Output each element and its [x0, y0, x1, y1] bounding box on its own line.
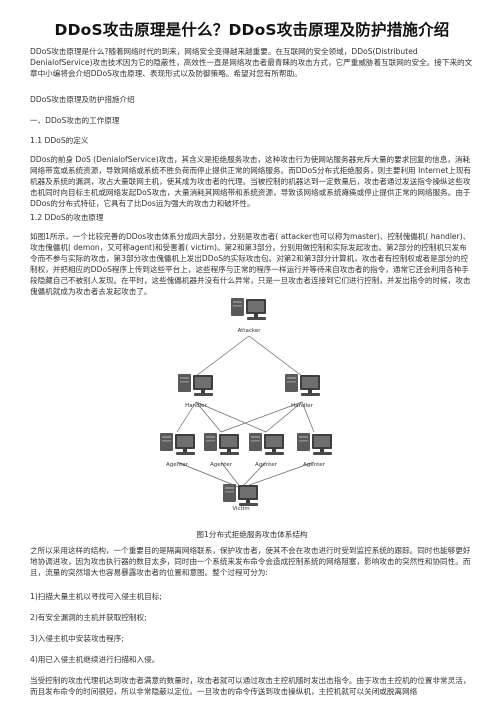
step-4: 4)用已入侵主机继续进行扫描和入侵。 [30, 655, 160, 664]
diagram-svg: Attacker Handler Handler Agenter Agenter [160, 298, 332, 512]
agent-node-3: Agenter [249, 433, 284, 468]
agent-node-4: Agenter [297, 433, 332, 468]
agent-label: Agenter [166, 462, 189, 468]
computer-icon [297, 433, 332, 455]
agent-label: Agenter [210, 462, 233, 468]
subsection-1-2-body: 如图1所示，一个比较完善的DDos攻击体系分成四大部分，分别是攻击者( atta… [30, 232, 471, 296]
computer-icon [223, 484, 258, 506]
after-figure-paragraph: 之所以采用这样的结构，一个重要目的是隔离网络联系，保护攻击者，使其不会在攻击进行… [30, 546, 471, 577]
attacker-label: Attacker [237, 328, 261, 334]
victim-label: Victim [232, 506, 249, 512]
computer-icon [231, 298, 266, 320]
computer-icon [160, 433, 195, 455]
intro-paragraph: DDoS攻击原理是什么?随着网络时代的到来，网络安全变得越来越重要。在互联网的安… [30, 47, 473, 78]
handler-label: Handler [185, 403, 207, 409]
step-3: 3)入侵主机中安装攻击程序; [30, 634, 124, 643]
handler-label: Handler [291, 403, 313, 409]
agent-label: Agenter [303, 462, 326, 468]
computer-icon [285, 374, 320, 396]
handler-node-right: Handler [285, 374, 320, 409]
subsection-1-2-title: 1.2 DDoS的攻击原理 [30, 213, 104, 222]
agent-label: Agenter [255, 462, 278, 468]
victim-node: Victim [223, 484, 258, 512]
computer-icon [204, 433, 239, 455]
handler-node-left: Handler [178, 374, 213, 409]
figure-caption: 图1分布式拒绝服务攻击体系结构 [196, 530, 308, 539]
step-1: 1)扫描大量主机以寻找可入侵主机目标; [30, 592, 162, 601]
step-2: 2)有安全漏洞的主机并获取控制权; [30, 613, 147, 622]
page-title: DDoS攻击原理是什么？DDoS攻击原理及防护措施介绍 [54, 21, 450, 39]
section-1-title: 一、DDoS攻击的工作原理 [30, 116, 120, 125]
attacker-node: Attacker [231, 298, 266, 334]
computer-icon [249, 433, 284, 455]
agent-node-1: Agenter [160, 433, 195, 468]
ddos-architecture-diagram: Attacker Handler Handler Agenter Agenter [159, 286, 345, 512]
subsection-1-1-title: 1.1 DDoS的定义 [30, 136, 89, 145]
toc-title: DDoS攻击原理及防护措施介绍 [30, 95, 135, 104]
closing-paragraph: 当受控制的攻击代理机达到攻击者满意的数量时，攻击者就可以通过攻击主控机随时发出击… [30, 676, 471, 696]
connection-lines [176, 335, 315, 489]
computer-icon [178, 374, 213, 396]
agent-node-2: Agenter [204, 433, 239, 468]
subsection-1-1-body: DDos的前身 DoS (DenialofService)攻击，其含义是拒绝服务… [30, 155, 472, 208]
